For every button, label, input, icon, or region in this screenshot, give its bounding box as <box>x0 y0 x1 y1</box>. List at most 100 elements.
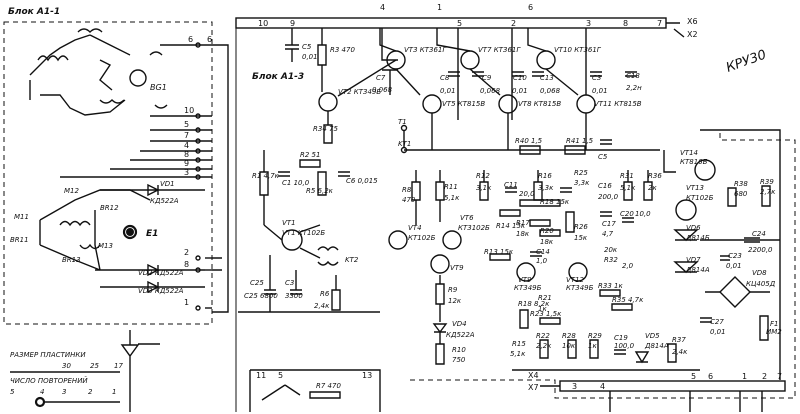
svg-text:R32: R32 <box>604 256 618 264</box>
svg-text:КТ349Б: КТ349Б <box>566 284 594 292</box>
svg-text:R20: R20 <box>540 227 554 235</box>
svg-text:R13 15к: R13 15к <box>484 248 514 256</box>
svg-text:7: 7 <box>184 131 189 140</box>
svg-text:5,1к: 5,1к <box>620 184 636 192</box>
svg-text:2: 2 <box>511 19 516 28</box>
svg-text:8: 8 <box>184 260 189 269</box>
svg-text:0,01: 0,01 <box>302 53 318 61</box>
svg-text:3: 3 <box>184 168 189 177</box>
svg-text:13: 13 <box>362 371 372 380</box>
svg-text:4: 4 <box>184 141 189 150</box>
svg-text:R25: R25 <box>574 169 588 177</box>
svg-text:M13: M13 <box>98 242 113 250</box>
svg-text:VT12: VT12 <box>566 276 585 284</box>
svg-text:VD3 КД522А: VD3 КД522А <box>138 287 184 295</box>
svg-text:КТ102Б: КТ102Б <box>408 234 436 242</box>
svg-text:2,0: 2,0 <box>622 262 634 270</box>
svg-text:5,1к: 5,1к <box>444 194 460 202</box>
svg-text:C9: C9 <box>482 74 492 82</box>
svg-text:X4: X4 <box>528 371 539 380</box>
svg-text:3: 3 <box>572 382 577 391</box>
svg-text:C3: C3 <box>592 74 601 82</box>
svg-text:R34 75: R34 75 <box>313 125 338 133</box>
svg-text:5: 5 <box>457 19 462 28</box>
svg-text:BR11: BR11 <box>10 236 29 244</box>
legend-area: РАЗМЕР ПЛАСТИНКИ 30 25 17 ЧИСЛО ПОВТОРЕН… <box>10 343 381 412</box>
output-stage-transistors: VT3 КТ361Г VT7 КТ361Г VT10 КТ361Г VT5 КТ… <box>379 28 660 151</box>
svg-text:КТ102Б: КТ102Б <box>686 194 714 202</box>
svg-text:C6 0,015: C6 0,015 <box>346 177 378 185</box>
left-pin-dots <box>195 42 201 311</box>
top-capacitors: C5 0,01 C7 0,068 C8 0,01 C9 0,068 C10 0,… <box>285 28 642 95</box>
handwritten-tag: КРУ30 <box>724 47 768 75</box>
svg-text:680: 680 <box>734 190 748 198</box>
svg-text:ИМ2: ИМ2 <box>766 328 782 336</box>
svg-text:5: 5 <box>184 120 189 129</box>
block-a1-1-title: Блок А1-1 <box>8 7 60 17</box>
svg-text:R37: R37 <box>672 336 686 344</box>
svg-text:C18: C18 <box>626 72 640 80</box>
vt1-stage: R1 4,7к C1 10,0 R2 51 R5 6,2к C6 0,015 V… <box>238 150 380 313</box>
svg-text:5,1к: 5,1к <box>510 350 526 358</box>
svg-text:C13: C13 <box>540 74 554 82</box>
svg-text:C19: C19 <box>614 334 628 342</box>
svg-text:C25: C25 <box>250 279 264 287</box>
svg-text:17: 17 <box>114 362 123 370</box>
svg-text:R6: R6 <box>320 290 330 298</box>
svg-text:R3 470: R3 470 <box>330 46 355 54</box>
svg-text:R9: R9 <box>448 286 458 294</box>
svg-text:3,3к: 3,3к <box>538 184 554 192</box>
svg-text:R18 8,2к: R18 8,2к <box>518 300 550 308</box>
svg-text:C27: C27 <box>710 318 724 326</box>
svg-text:VT13: VT13 <box>686 184 704 192</box>
svg-text:5: 5 <box>278 371 283 380</box>
svg-text:R31: R31 <box>620 172 634 180</box>
svg-text:Д814А: Д814А <box>685 266 710 274</box>
svg-text:10,0: 10,0 <box>635 210 651 218</box>
e1-motor <box>122 224 138 240</box>
svg-text:R1 4,7к: R1 4,7к <box>252 172 280 180</box>
svg-text:0,01: 0,01 <box>512 87 528 95</box>
svg-text:KT2: KT2 <box>345 256 359 264</box>
svg-text:F1: F1 <box>770 320 778 328</box>
svg-text:470: 470 <box>402 196 416 204</box>
svg-text:C3: C3 <box>285 279 294 287</box>
svg-text:R36: R36 <box>648 172 662 180</box>
svg-text:VD8: VD8 <box>752 269 767 277</box>
svg-text:BR12: BR12 <box>100 204 119 212</box>
svg-text:VD4: VD4 <box>452 320 467 328</box>
svg-text:C16: C16 <box>598 182 612 190</box>
vt13-vt14-stage: R31 5,1к R36 2к VT13 КТ102Б VT14 КТ816Б … <box>620 129 782 380</box>
svg-text:R33 1к: R33 1к <box>598 282 623 290</box>
top-connector: 10 9 4 1 5 2 6 3 8 7 X6 X2 <box>235 3 698 39</box>
svg-text:6: 6 <box>528 3 533 12</box>
svg-text:200,0: 200,0 <box>598 193 619 201</box>
vd1-label: VD1 <box>160 180 175 188</box>
svg-text:15к: 15к <box>574 234 588 242</box>
plate-size-label: РАЗМЕР ПЛАСТИНКИ <box>10 351 86 359</box>
svg-text:X2: X2 <box>687 30 698 39</box>
svg-text:R35 4,7к: R35 4,7к <box>612 296 644 304</box>
svg-text:2: 2 <box>184 248 189 257</box>
svg-text:1: 1 <box>437 3 442 12</box>
svg-text:VT10 КТ361Г: VT10 КТ361Г <box>554 46 602 54</box>
svg-text:6: 6 <box>188 35 193 44</box>
svg-text:X6: X6 <box>687 17 698 26</box>
svg-text:3,1к: 3,1к <box>476 184 492 192</box>
svg-text:R12: R12 <box>476 172 490 180</box>
svg-text:1: 1 <box>184 298 189 307</box>
svg-text:R11: R11 <box>444 183 458 191</box>
e1-label: E1 <box>146 229 158 239</box>
svg-text:3300: 3300 <box>285 292 303 300</box>
svg-text:КТ816Б: КТ816Б <box>680 158 708 166</box>
svg-text:7: 7 <box>777 372 782 381</box>
repeat-count-label: ЧИСЛО ПОВТОРЕНИЙ <box>10 376 88 385</box>
svg-text:R14 15к: R14 15к <box>496 222 526 230</box>
svg-text:5: 5 <box>691 372 696 381</box>
svg-text:0,068: 0,068 <box>480 87 501 95</box>
central-network: R12 3,1к C11 20,0 R16 3,3к R18 15к R14 1… <box>476 169 651 311</box>
vt2-stage: R3 470 VT2 КТ349Б R34 75 <box>313 28 397 144</box>
svg-text:C11: C11 <box>504 181 518 189</box>
svg-text:R39: R39 <box>760 178 774 186</box>
emitter-resistors: R40 1,5 R41 1,5 C5 <box>515 137 612 161</box>
